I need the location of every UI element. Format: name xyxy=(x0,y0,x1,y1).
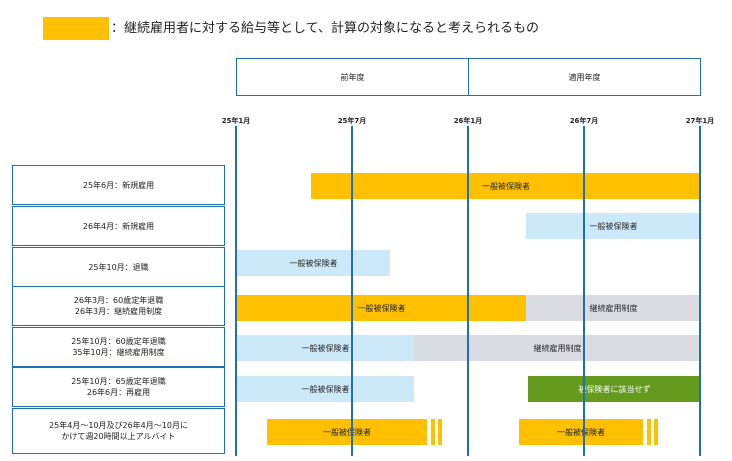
legend-swatch xyxy=(43,17,109,40)
legend-text: ：継続雇用者に対する給与等として、計算の対象になると考えられるもの xyxy=(111,21,539,36)
row-label-line: かけて週20時間以上アルバイト xyxy=(61,432,176,441)
row-label-new-hire-2506: 25年6月：新規雇用 xyxy=(12,165,225,205)
bar-retire-60-2603-general: 一般被保険者 xyxy=(237,295,526,321)
row-label-part-time: 25年4月～10月及び26年4月～10月に かけて週20時間以上アルバイト xyxy=(12,408,225,454)
bar-label: 一般被保険者 xyxy=(557,427,605,437)
timeline-line-25-jul xyxy=(351,126,353,456)
bar-label: 継続雇用制度 xyxy=(533,343,582,353)
bar-label: 継続雇用制度 xyxy=(589,303,638,313)
timeline-line-25-jan xyxy=(235,126,237,456)
timeline-line-27-jan xyxy=(699,126,701,456)
row-label-line: 25年4月～10月及び26年4月～10月に xyxy=(49,421,188,430)
bar-new-hire-2604-general: 一般被保険者 xyxy=(526,213,701,239)
period-applicable-year: 適用年度 xyxy=(468,58,701,96)
bar-label: 一般被保険者 xyxy=(589,221,638,231)
bar-part-time-2-stripe xyxy=(654,419,658,445)
row-label-retire-2510: 25年10月：退職 xyxy=(12,247,225,287)
tick-label-25-jan: 25年1月 xyxy=(221,117,251,125)
timeline-line-26-jan xyxy=(467,126,469,456)
row-label-line: 26年3月：継続雇用制度 xyxy=(74,307,163,316)
bar-label: 一般被保険者 xyxy=(323,427,371,437)
bar-label: 被保険者に該当せず xyxy=(578,384,651,394)
row-label-line: 25年10月：60歳定年退職 xyxy=(71,337,166,346)
bar-part-time-1-stripe xyxy=(438,419,442,445)
period-previous-year: 前年度 xyxy=(236,58,469,96)
row-label-line: 25年6月：新規雇用 xyxy=(82,180,155,190)
bar-retire-2510-general: 一般被保険者 xyxy=(237,250,390,276)
bar-retire-60-2510-general: 一般被保険者 xyxy=(237,335,414,361)
bar-new-hire-2506-general: 一般被保険者 xyxy=(311,173,701,199)
tick-label-26-jan: 26年1月 xyxy=(453,117,483,125)
row-label-line: 26年3月：60歳定年退職 xyxy=(73,296,164,305)
bar-label: 一般被保険者 xyxy=(301,343,350,353)
row-label-new-hire-2604: 26年4月：新規雇用 xyxy=(12,206,225,246)
bar-label: 一般被保険者 xyxy=(301,384,350,394)
bar-label: 一般被保険者 xyxy=(289,258,338,268)
bar-retire-60-2603-continued: 継続雇用制度 xyxy=(526,295,701,321)
bar-part-time-1-general: 一般被保険者 xyxy=(267,419,427,445)
bar-retire-60-2510-continued: 継続雇用制度 xyxy=(414,335,701,361)
period-previous-label: 前年度 xyxy=(340,72,365,82)
bar-retire-65-general: 一般被保険者 xyxy=(237,376,414,402)
row-label-line: 25年10月：退職 xyxy=(88,262,149,272)
bar-part-time-2-stripe xyxy=(647,419,651,445)
row-label-line: 25年10月：65歳定年退職 xyxy=(71,377,166,386)
bar-part-time-1-stripe xyxy=(431,419,435,445)
row-label-retire-60-2510: 25年10月：60歳定年退職 35年10月：継続雇用制度 xyxy=(12,327,225,367)
row-label-line: 26年6月：再雇用 xyxy=(86,388,151,397)
bar-label: 一般被保険者 xyxy=(357,303,406,313)
period-applicable-label: 適用年度 xyxy=(568,72,601,82)
bar-rehire-not-insured: 被保険者に該当せず xyxy=(528,376,701,402)
timeline-line-26-jul xyxy=(583,126,585,456)
bar-label: 一般被保険者 xyxy=(482,181,530,191)
row-label-line: 35年10月：継続雇用制度 xyxy=(72,348,165,357)
bar-part-time-2-general: 一般被保険者 xyxy=(519,419,643,445)
tick-label-25-jul: 25年7月 xyxy=(337,117,367,125)
tick-label-27-jan: 27年1月 xyxy=(685,117,715,125)
row-label-retire-65-rehire: 25年10月：65歳定年退職 26年6月：再雇用 xyxy=(12,367,225,407)
tick-label-26-jul: 26年7月 xyxy=(569,117,599,125)
row-label-line: 26年4月：新規雇用 xyxy=(82,221,155,231)
row-label-retire-60-2603: 26年3月：60歳定年退職 26年3月：継続雇用制度 xyxy=(12,286,225,326)
